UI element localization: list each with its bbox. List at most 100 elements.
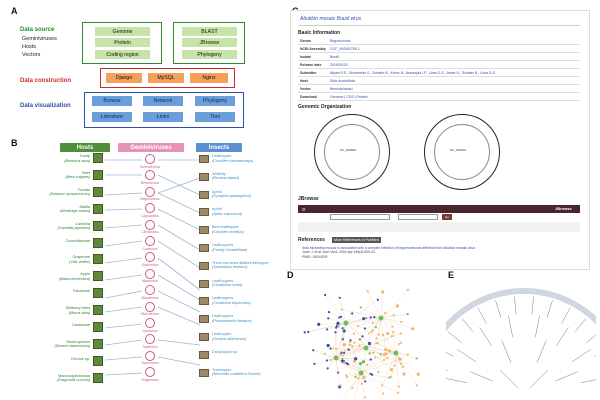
insect-scientific-name: (Circulifer tenellus) <box>212 229 244 234</box>
literature-tile: Literature <box>92 112 132 122</box>
network-node <box>384 312 387 315</box>
info-key: Submitter <box>300 70 317 75</box>
info-row-divider <box>298 76 580 77</box>
insect-name: Leafhopper <box>212 154 232 158</box>
jbrowse-heading: JBrowse <box>298 196 319 202</box>
more-references-button[interactable]: More References in PubMed <box>332 237 381 243</box>
network-hub-node <box>343 320 349 326</box>
network-node <box>381 384 384 387</box>
info-key: NCBI Assembly <box>300 46 326 51</box>
host-label: Fabaceae <box>28 289 90 294</box>
jbrowse-go-button[interactable]: Go <box>442 214 452 220</box>
jbrowse-menu-icon[interactable]: ☰ <box>302 206 306 212</box>
genus-label: Eragrovirus <box>141 377 159 382</box>
network-node <box>345 374 348 377</box>
network-edge <box>345 322 370 344</box>
jbrowse-location-select[interactable] <box>330 214 390 220</box>
tree-branch <box>457 349 476 362</box>
network-node <box>323 352 326 355</box>
host-name: Wood species <box>66 339 90 344</box>
geminiviruses-header: Geminiviruses <box>118 143 184 152</box>
network-node <box>379 353 382 356</box>
host-scientific-name: (Camellia japonica) <box>57 226 91 231</box>
network-edge <box>395 352 399 387</box>
network-hub-node <box>333 355 339 361</box>
reference-title[interactable]: Sida micrantha mosaic is associated with… <box>302 246 476 250</box>
info-value[interactable]: Genome | CDS | Protein <box>330 94 368 99</box>
jbrowse-toolbar[interactable]: ☰ <box>298 205 580 213</box>
tree-branch <box>448 331 463 344</box>
network-node <box>307 330 310 334</box>
insect-image <box>199 315 209 324</box>
network-nodes <box>303 288 420 398</box>
info-value[interactable]: Bemisia tabaci <box>330 86 353 91</box>
host-plant-image <box>93 186 103 197</box>
host-name: Cleome sp. <box>70 356 90 361</box>
network-node <box>352 332 356 335</box>
tree-branch <box>479 327 492 346</box>
network-node <box>399 332 402 335</box>
data-visualization-frame <box>84 92 244 128</box>
network-node <box>393 364 396 367</box>
network-node <box>359 306 362 309</box>
network-node <box>335 347 338 351</box>
info-value[interactable]: Sida rhombifolia <box>330 78 356 83</box>
network-edge <box>345 322 366 329</box>
tree-branch <box>556 327 569 346</box>
network-node <box>340 351 343 354</box>
tree-branch <box>446 378 468 383</box>
tree-branch <box>470 371 493 382</box>
browse-tile: Browse <box>92 96 132 106</box>
tree-ring-segment <box>578 305 587 314</box>
basic-information-heading: Basic Information <box>298 30 341 36</box>
network-edge <box>360 372 399 393</box>
network-node <box>371 373 374 376</box>
genome-ring-icon <box>145 203 155 214</box>
network-edge <box>346 372 362 378</box>
network-node <box>342 329 346 333</box>
genome-map-1-label: NC_026809 <box>340 148 357 152</box>
network-edge <box>380 317 402 343</box>
network-edge <box>345 322 351 341</box>
network-tile: Network <box>143 96 183 106</box>
network-node <box>369 358 372 361</box>
tree-ring-segment <box>574 302 582 311</box>
genus-label: Topocuvirus <box>141 361 159 366</box>
network-node <box>335 326 338 329</box>
jbrowse-locus-input[interactable] <box>398 214 438 220</box>
network-node <box>397 342 400 345</box>
network-node <box>351 386 354 389</box>
network-node <box>402 372 406 376</box>
host-label: Mulberry trees(Morus alba) <box>28 306 90 315</box>
insect-label: Dactylopius sp. <box>212 350 272 355</box>
host-scientific-name: (Medicago sativa) <box>60 209 90 214</box>
tree-branch <box>585 334 596 344</box>
network-node <box>347 348 350 351</box>
insect-label: Treehopper(Micrutalis malleifera Fowler) <box>212 368 272 377</box>
tree-branch <box>501 340 512 363</box>
tree-ring-segment <box>480 295 489 303</box>
network-node <box>415 384 418 387</box>
genome-ring-icon <box>145 186 155 197</box>
network-node <box>364 380 367 383</box>
network-edge <box>360 357 388 374</box>
host-name: Grapevine <box>72 255 90 260</box>
host-scientific-name: (Beta vulgaris) <box>65 175 90 180</box>
panel-letter-b: B <box>11 138 18 148</box>
host-scientific-name: (Morus alba) <box>68 310 90 315</box>
data-construction-frame <box>100 68 235 88</box>
tree-branch <box>446 370 448 371</box>
title-divider <box>298 25 580 26</box>
tree-annotation-ring <box>446 288 596 332</box>
network-node <box>400 320 403 323</box>
network-edge <box>382 352 397 386</box>
insect-scientific-name: (Cicadulina mbila) <box>212 283 243 288</box>
jbrowse-track-area <box>298 222 580 232</box>
host-plant-image <box>93 271 103 282</box>
network-edge <box>344 344 367 349</box>
insect-image <box>199 261 209 270</box>
insect-scientific-name: (Spissistilus festinus) <box>212 265 248 270</box>
